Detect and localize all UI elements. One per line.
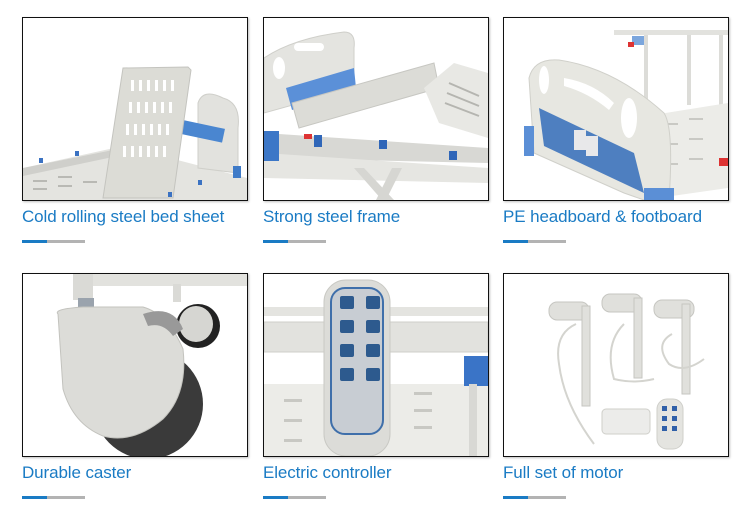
feature-caption: Electric controller [263, 463, 392, 482]
caption-underline [22, 240, 85, 243]
caption-underline [22, 496, 85, 499]
headboard-image [503, 17, 729, 201]
caption-underline [263, 496, 326, 499]
caption-underline [503, 496, 566, 499]
caption-underline [263, 240, 326, 243]
feature-caption: Strong steel frame [263, 207, 401, 226]
feature-caption: Full set of motor [503, 463, 624, 482]
steel-frame-image [263, 17, 489, 201]
caption-underline [503, 240, 566, 243]
caster-image [22, 273, 248, 457]
feature-caption: Cold rolling steel bed sheet [22, 207, 225, 226]
motor-set-image [503, 273, 729, 457]
controller-image [263, 273, 489, 457]
feature-caption: Durable caster [22, 463, 132, 482]
feature-caption: PE headboard & footboard [503, 207, 702, 226]
bed-sheet-image [22, 17, 248, 201]
